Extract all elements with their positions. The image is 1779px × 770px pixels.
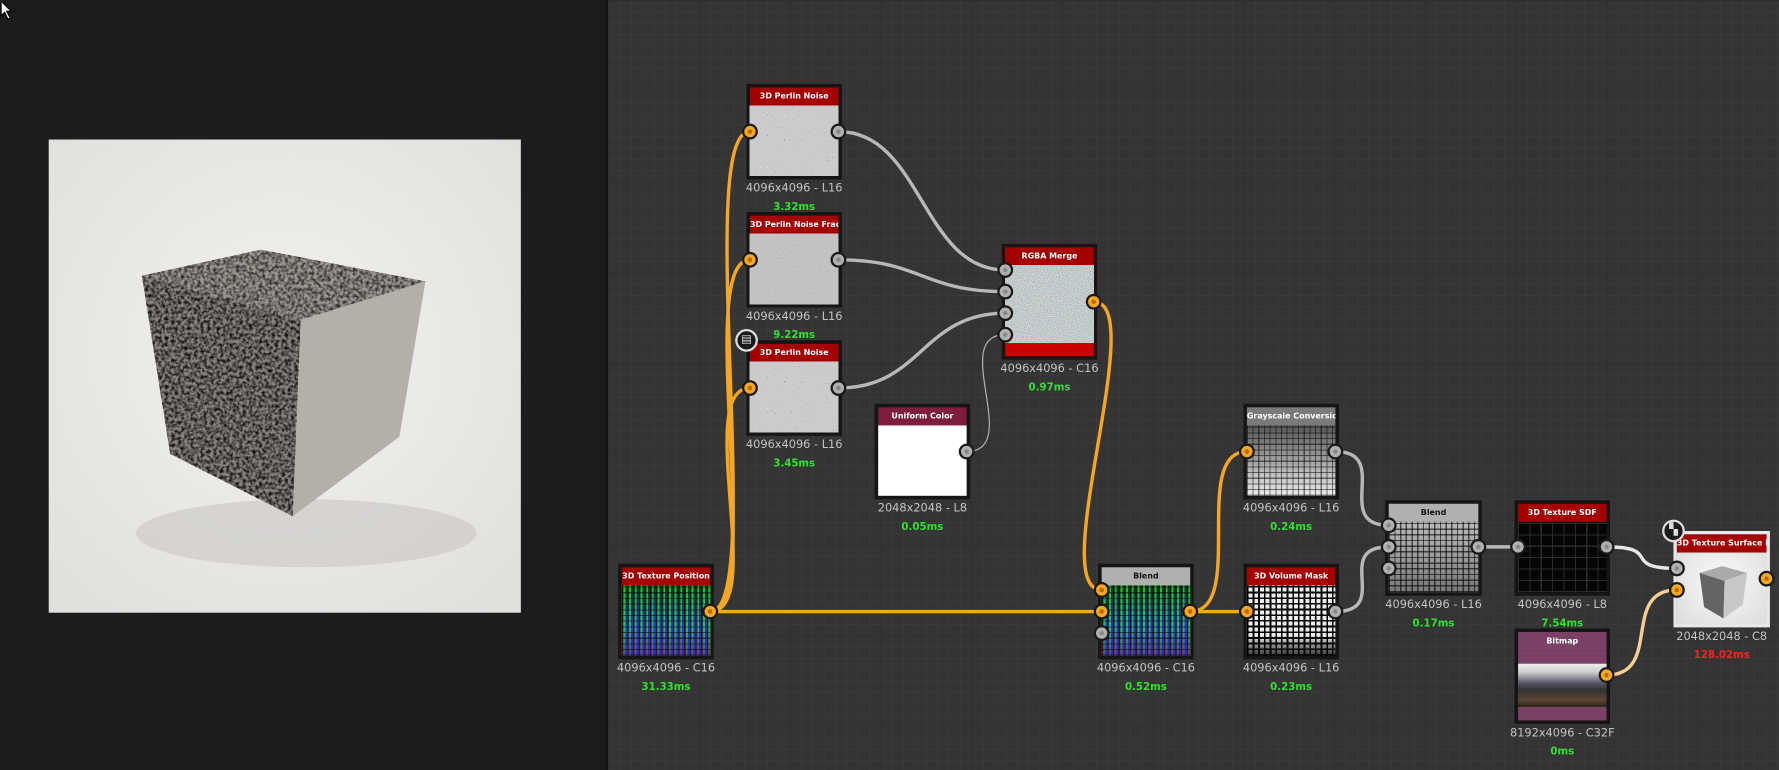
node-title: 3D Perlin Noise	[749, 343, 839, 362]
node-compute-time: 3.45ms	[773, 458, 816, 470]
node-gray[interactable]: Grayscale Conversion	[1243, 403, 1339, 500]
node-compute-time: 31.33ms	[641, 681, 691, 694]
node-thumbnail	[1246, 425, 1336, 496]
node-title: 3D Texture Position	[621, 567, 711, 586]
node-blend1[interactable]: Blend	[1098, 563, 1194, 660]
mouse-cursor-icon	[0, 0, 13, 21]
node-resolution: 8192x4096 - C32F	[1509, 727, 1615, 740]
node-resolution: 2048x2048 - L8	[877, 502, 968, 516]
node-compute-time: 0.52ms	[1124, 681, 1167, 694]
node-uniform[interactable]: Uniform Color	[874, 403, 971, 500]
node-title: 3D Texture SDF	[1518, 503, 1607, 522]
node-perlin1[interactable]: 3D Perlin Noise	[746, 83, 842, 180]
rendered-cube-image	[48, 139, 521, 613]
node-title: 3D Texture Surface Ren...	[1676, 534, 1767, 553]
node-compute-time: 0.05ms	[901, 521, 944, 534]
node-title: Blend	[1101, 567, 1191, 586]
node-compute-time: 0.17ms	[1412, 618, 1455, 630]
document-icon[interactable]: ▤	[735, 329, 758, 352]
node-title: RGBA Merge	[1005, 247, 1094, 266]
node-title: Blend	[1388, 503, 1479, 522]
node-title: 3D Perlin Noise	[749, 87, 839, 106]
node-texpos[interactable]: 3D Texture Position	[618, 563, 714, 660]
node-resolution: 4096x4096 - C16	[1000, 363, 1099, 376]
panel-splitter[interactable]	[604, 0, 609, 770]
node-thumbnail	[621, 585, 711, 656]
node-resolution: 4096x4096 - L16	[1242, 662, 1340, 676]
node-rgba[interactable]: RGBA Merge	[1001, 243, 1098, 360]
node-resolution: 4096x4096 - L16	[745, 182, 843, 196]
node-compute-time: 9.22ms	[773, 330, 816, 342]
render-thumbnail-cube	[1699, 566, 1748, 619]
node-thumbnail	[1101, 585, 1191, 656]
node-resolution: 4096x4096 - C16	[1096, 662, 1195, 676]
node-resolution: 4096x4096 - L16	[745, 310, 843, 324]
node-title: 3D Perlin Noise Fractal	[749, 215, 839, 234]
node-render[interactable]: 3D Texture Surface Ren...	[1673, 530, 1770, 628]
viewport-panel	[0, 0, 605, 770]
node-thumbnail	[749, 233, 839, 305]
node-thumbnail	[1518, 650, 1607, 721]
node-thumbnail	[1005, 265, 1094, 343]
node-resolution: 4096x4096 - L16	[1385, 599, 1482, 612]
node-compute-time: 3.32ms	[773, 201, 816, 214]
node-compute-time: 0ms	[1550, 746, 1575, 758]
node-perlin2[interactable]: 3D Perlin Noise	[746, 340, 842, 436]
node-compute-time: 0.97ms	[1028, 382, 1071, 394]
checker-icon[interactable]: ▚	[1662, 519, 1685, 543]
node-compute-time: 7.54ms	[1541, 618, 1584, 630]
node-resolution: 2048x2048 - C8	[1676, 630, 1768, 644]
node-thumbnail	[1388, 521, 1479, 593]
node-compute-time: 0.24ms	[1270, 521, 1313, 534]
node-resolution: 4096x4096 - C16	[616, 662, 716, 676]
node-thumbnail	[878, 425, 967, 496]
3d-render-preview[interactable]	[48, 139, 521, 613]
node-title: Grayscale Conversion	[1246, 407, 1336, 426]
node-thumbnail	[749, 105, 839, 176]
node-compute-time: 0.23ms	[1270, 681, 1313, 694]
node-title: Bitmap	[1518, 631, 1607, 651]
node-fractal[interactable]: 3D Perlin Noise Fractal	[746, 212, 842, 308]
node-title: Uniform Color	[878, 407, 967, 426]
node-thumbnail	[1518, 521, 1607, 593]
node-thumbnail	[749, 361, 839, 433]
node-resolution: 4096x4096 - L8	[1517, 599, 1607, 612]
node-bitmap[interactable]: Bitmap	[1514, 628, 1610, 724]
node-resolution: 4096x4096 - L16	[745, 439, 843, 452]
node-title: 3D Volume Mask	[1246, 567, 1336, 586]
node-resolution: 4096x4096 - L16	[1242, 502, 1340, 516]
node-thumbnail	[1676, 552, 1767, 625]
node-sdf[interactable]: 3D Texture SDF	[1514, 500, 1610, 596]
node-volmask[interactable]: 3D Volume Mask	[1243, 563, 1339, 660]
node-blend2[interactable]: Blend	[1385, 500, 1482, 596]
panorama-image	[1518, 663, 1607, 707]
node-thumbnail	[1246, 585, 1336, 656]
node-compute-time: 128.02ms	[1693, 650, 1750, 662]
